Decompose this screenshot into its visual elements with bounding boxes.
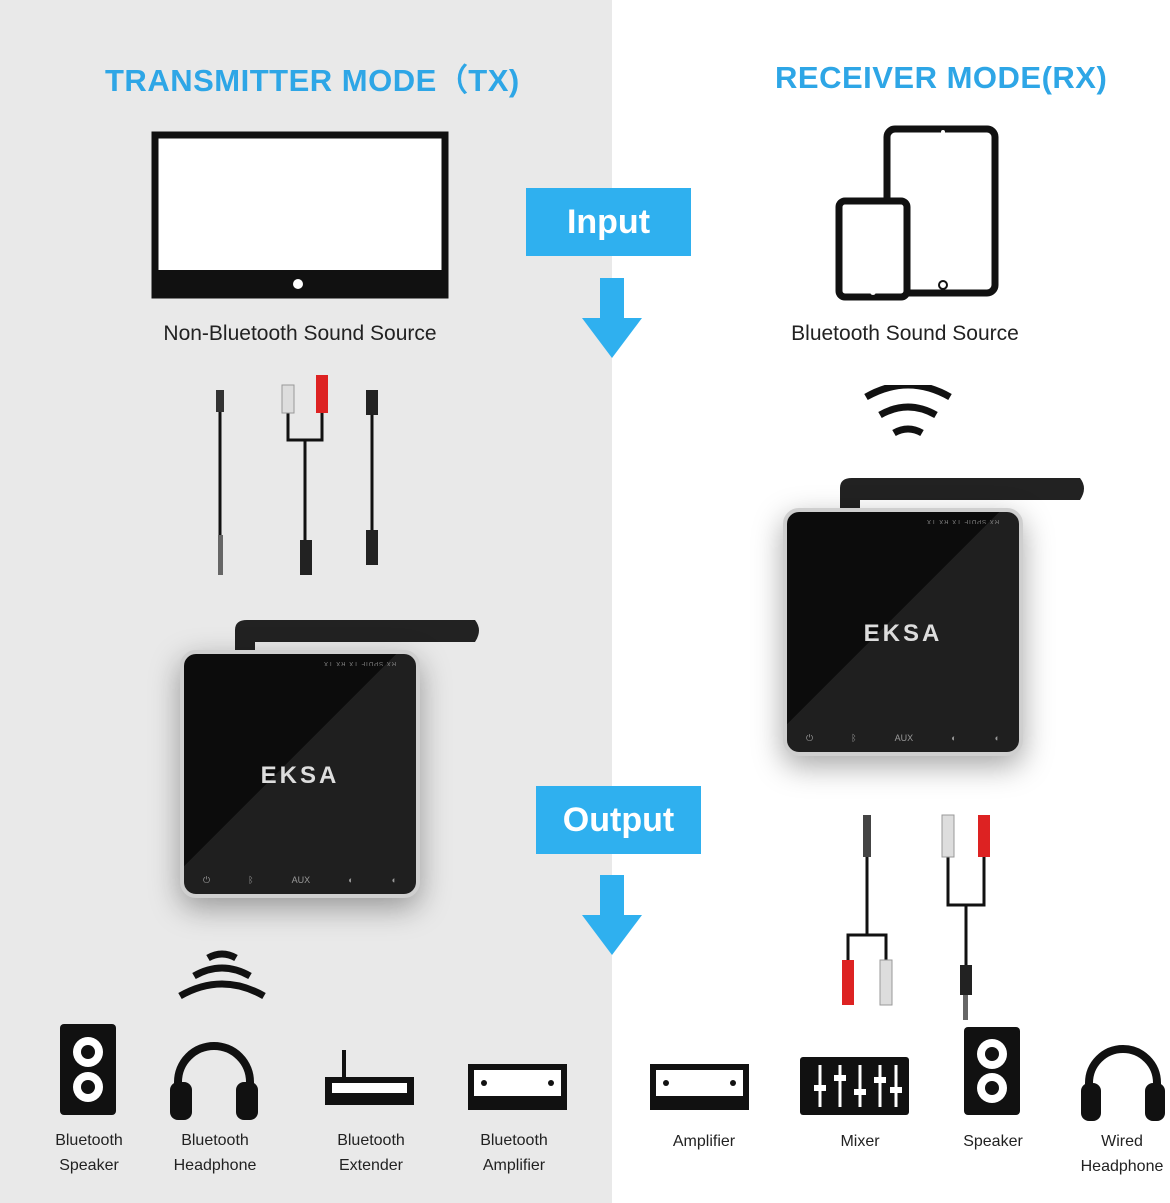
antenna-icon [235, 620, 479, 655]
headphone-led-icon: ◐ [348, 875, 354, 885]
output-badge: Output [536, 786, 701, 854]
aux-led: AUX [291, 875, 311, 885]
headphone-icon [170, 1042, 258, 1120]
device-logo: EKSA [260, 762, 340, 789]
rx-device: RX SPDIF TX RX TX EKSA ⏻ ᛒ AUX ◐ ◐ [783, 508, 1023, 756]
headphone-led-icon: ◐ [951, 733, 957, 743]
device-port-labels: RX SPDIF TX RX TX [322, 660, 396, 666]
device-logo: EKSA [863, 620, 943, 647]
arrow-down-icon [582, 278, 642, 358]
arrow-down-icon [582, 875, 642, 955]
output-label-mixer: Mixer [840, 1133, 880, 1150]
bluetooth-led-icon: ᛒ [248, 875, 254, 885]
tx-device: RX SPDIF TX RX TX EKSA ⏻ ᛒ AUX ◐ ◐ [180, 650, 420, 898]
amplifier-icon [468, 1064, 567, 1110]
amplifier-icon [650, 1064, 749, 1110]
rx-title: RECEIVER MODE(RX) [775, 60, 1108, 95]
input-badge: Input [526, 188, 691, 256]
aux-led: AUX [894, 733, 914, 743]
rx-source-caption: Bluetooth Sound Source [791, 322, 1019, 345]
input-cables-icon [216, 375, 378, 575]
device-port-labels: RX SPDIF TX RX TX [925, 518, 999, 524]
speaker-icon [964, 1027, 1020, 1115]
extender-icon [325, 1050, 414, 1105]
power-led-icon: ⏻ [203, 875, 211, 885]
output-label-speaker: Speaker [963, 1133, 1023, 1150]
output-label-amplifier: Amplifier [672, 1133, 736, 1150]
power-led-icon: ⏻ [806, 733, 814, 743]
wireless-waves-icon [864, 385, 952, 437]
mixer-icon [800, 1057, 909, 1115]
headphone-led-icon: ◐ [391, 875, 397, 885]
speaker-icon [60, 1024, 116, 1115]
antenna-icon [840, 478, 1084, 513]
tx-title: TRANSMITTER MODE（TX) [105, 63, 520, 98]
output-cables-icon [842, 814, 990, 1020]
tablet-phone-icon [835, 125, 999, 301]
bluetooth-led-icon: ᛒ [851, 733, 857, 743]
tx-source-caption: Non-Bluetooth Sound Source [163, 322, 437, 345]
tv-icon [151, 131, 449, 299]
wireless-waves-icon [178, 950, 266, 1000]
headphone-led-icon: ◐ [994, 733, 1000, 743]
headphone-icon [1081, 1045, 1165, 1121]
